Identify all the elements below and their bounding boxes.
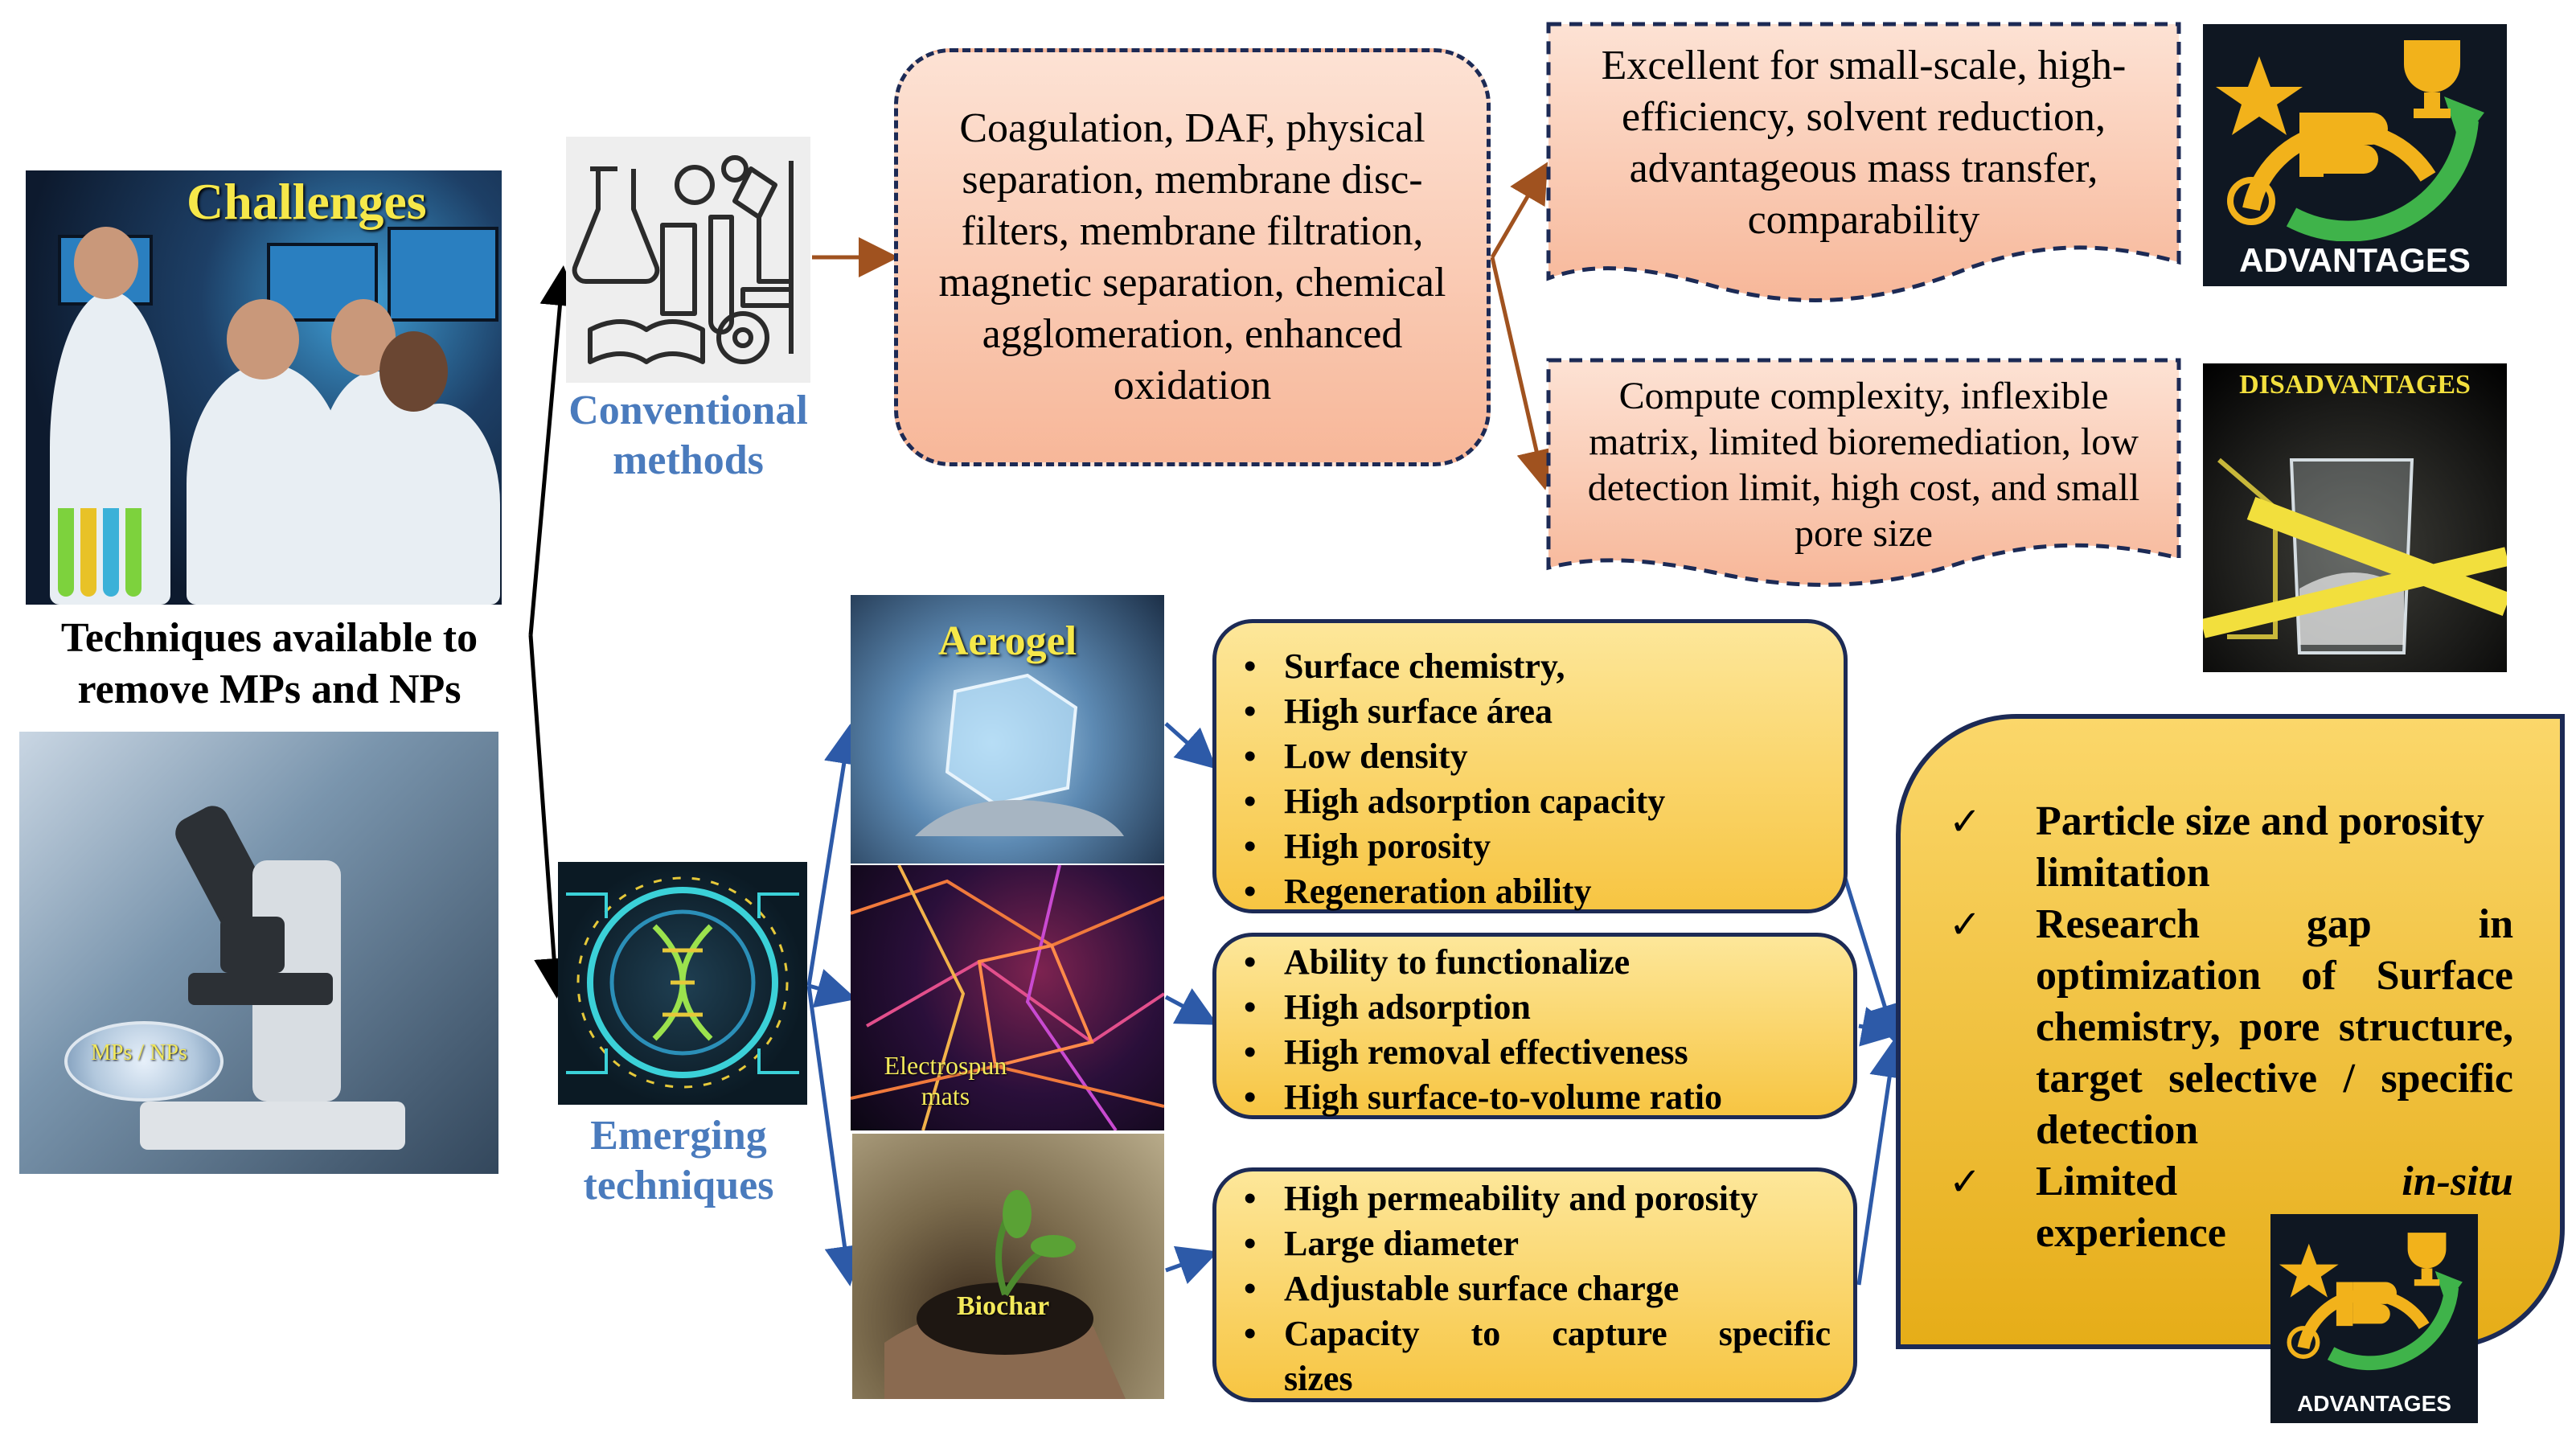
feature-item: Surface chemistry, [1244, 644, 1821, 689]
feature-item: Low density [1244, 734, 1821, 779]
feature-item: Ability to functionalize [1244, 940, 1831, 985]
advantages-badge-label: ADVANTAGES [2239, 241, 2471, 279]
feature-item: Adjustable surface charge [1244, 1266, 1831, 1311]
feature-item: High removal effectiveness [1244, 1030, 1831, 1075]
limitation-item-line: experience [2036, 1210, 2226, 1256]
aerogel-features-box: Surface chemistry, High surface área Low… [1212, 619, 1848, 914]
limitation-item-text: Research gap in optimization of Surface … [2036, 901, 2513, 1153]
disadvantages-badge-label: DISADVANTAGES [2239, 370, 2471, 400]
electrospun-mats-photo: Electrospun mats [851, 865, 1164, 1130]
conventional-methods-text: Coagulation, DAF, physical separation, m… [938, 105, 1446, 408]
advantages-badge-icon: ADVANTAGES [2203, 24, 2507, 286]
feature-item: High surface-to-volume ratio [1244, 1075, 1831, 1120]
feature-item-continuation: sizes [1284, 1359, 1353, 1398]
petri-dish [64, 1021, 224, 1102]
electrospun-mats-label: Electrospun mats [884, 1051, 1007, 1110]
advantages-text: Excellent for small-scale, high-efficien… [1601, 43, 2127, 243]
advantages-badge-label: ADVANTAGES [2297, 1391, 2451, 1416]
techniques-text: Techniques available to remove MPs and N… [60, 615, 478, 712]
check-icon: ✓ [1949, 799, 1982, 844]
limitation-word: Limited [2036, 1159, 2178, 1204]
feature-item: Capacity to capture specific [1244, 1311, 1831, 1356]
advantages-badge-small-icon: ADVANTAGES [2270, 1214, 2478, 1423]
advantages-box: Excellent for small-scale, high-efficien… [1545, 21, 2182, 307]
feature-item: Large diameter [1244, 1221, 1831, 1266]
disadvantages-photo: DISADVANTAGES [2203, 363, 2507, 672]
feature-item: High permeability and porosity [1244, 1176, 1831, 1221]
challenges-photo: Challenges [26, 170, 502, 605]
disadvantages-wave-shape [1546, 358, 2181, 587]
limitation-item: ✓ Research gap in optimization of Surfac… [1949, 899, 2513, 1156]
feature-item: High adsorption capacity [1244, 779, 1821, 824]
disadvantages-box: Compute complexity, inflexible matrix, l… [1545, 357, 2182, 590]
limitation-item: ✓ Limited in-situ experience [1949, 1156, 2513, 1259]
dna-circuit-icon [558, 862, 807, 1105]
feature-item: Regeneration ability [1244, 869, 1821, 914]
aerogel-label: Aerogel [937, 618, 1077, 664]
lab-equipment-icon [566, 137, 810, 383]
advantages-wave-shape [1546, 22, 2181, 302]
feature-item: High surface área [1244, 689, 1821, 734]
conventional-methods-box: Coagulation, DAF, physical separation, m… [894, 48, 1491, 466]
limitation-item: ✓ Particle size and porosity limitation [1949, 796, 2513, 899]
limitation-item-line: Particle size and porosity [2036, 798, 2484, 844]
aerogel-photo: Aerogel [851, 595, 1164, 864]
limitation-item-line: limitation [2036, 850, 2210, 896]
disadvantages-text: Compute complexity, inflexible matrix, l… [1587, 375, 2140, 555]
electrospun-features-box: Ability to functionalize High adsorption… [1212, 933, 1857, 1120]
mps-nps-label: MPs / NPs [91, 1040, 187, 1065]
biochar-label: Biochar [957, 1291, 1050, 1321]
biochar-features-box: High permeability and porosity Large dia… [1212, 1167, 1857, 1402]
challenges-label: Challenges [187, 173, 427, 230]
feature-item: High adsorption [1244, 985, 1831, 1030]
biochar-photo: Biochar [852, 1134, 1164, 1399]
conventional-methods-label: Conventional methods [568, 388, 808, 483]
microscope-photo: MPs / NPs [19, 732, 498, 1174]
feature-item: High porosity [1244, 824, 1821, 869]
check-icon: ✓ [1949, 902, 1982, 947]
limitation-word-italic: in-situ [2402, 1159, 2513, 1204]
emerging-techniques-label: Emerging techniques [583, 1113, 774, 1208]
check-icon: ✓ [1949, 1159, 1982, 1204]
limitation-item-line: Limited in-situ [2036, 1156, 2513, 1208]
